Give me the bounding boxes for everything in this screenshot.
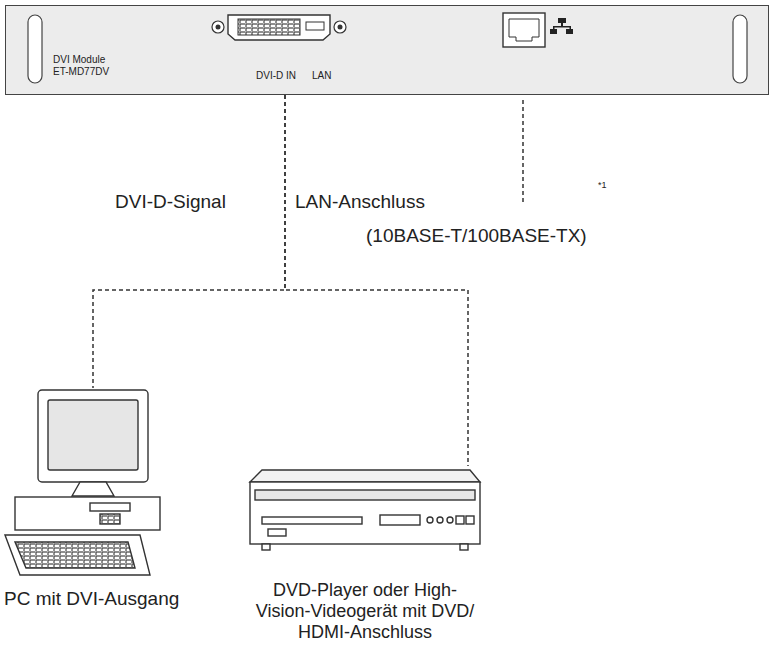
lan-cable xyxy=(522,100,524,205)
pc-device: PC mit DVI-Ausgang xyxy=(0,388,245,628)
dvi-module-panel: DVI Module ET-MD77DV DVI-D IN LAN xyxy=(5,5,769,95)
signal-label: DVI-D-Signal xyxy=(113,191,228,213)
signal-label: LAN-Anschluss xyxy=(293,191,427,213)
device-label: DVI Module ET-MD77DV xyxy=(53,54,123,77)
lan-port xyxy=(503,13,545,47)
device-label: PC mit DVI-Ausgang xyxy=(4,588,179,610)
signal-label: (10BASE-T/100BASE-TX) xyxy=(364,225,589,247)
dvi-cable xyxy=(93,95,285,388)
dvi-cable xyxy=(285,95,468,466)
panel-fill xyxy=(5,5,768,94)
handle xyxy=(28,15,42,83)
device-label: DVI-D IN xyxy=(256,70,296,82)
video-device: DVD-Player oder High- Vision-Videogerät … xyxy=(240,466,490,645)
pc-illustration xyxy=(5,390,160,575)
footnote-mark: *1 xyxy=(596,180,609,190)
dvd-player-illustration xyxy=(250,470,480,550)
network-symbol xyxy=(550,18,573,34)
dvi-connector xyxy=(212,15,346,40)
device-label: DVD-Player oder High- Vision-Videogerät … xyxy=(247,580,483,643)
handle xyxy=(733,15,747,83)
device-label: LAN xyxy=(312,70,331,82)
